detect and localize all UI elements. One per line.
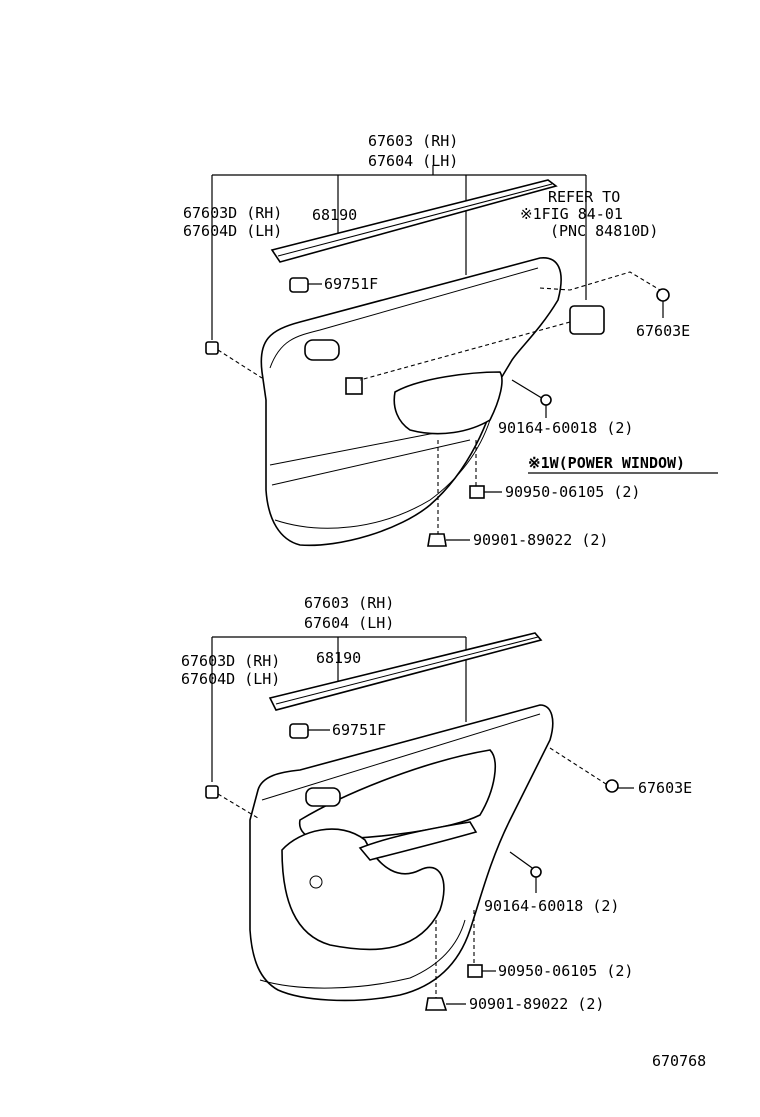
- top-label-refer-2: ※1FIG 84-01: [520, 205, 623, 223]
- top-label-refer-3: (PNC 84810D): [550, 222, 658, 240]
- top-door-handle: [304, 339, 340, 361]
- bottom-pull-handle: [358, 821, 478, 861]
- top-label-nut: 90950-06105 (2): [505, 483, 640, 501]
- top-clip-dash: [217, 349, 263, 379]
- top-weatherstrip-groove: [277, 183, 553, 257]
- bottom-weatherstrip: [268, 632, 543, 711]
- bottom-label-clip: 90901-89022 (2): [469, 995, 604, 1013]
- bottom-clip-dash: [217, 793, 259, 819]
- top-panel-trim-line1: [269, 431, 441, 466]
- bottom-assembly: 67603 (RH) 67604 (LH) 67603D (RH) 67604D…: [181, 594, 692, 1013]
- bottom-label-screw-e: 67603E: [638, 779, 692, 797]
- top-bottom-clip-icon: [427, 533, 447, 547]
- top-label-part-lh: 67604 (LH): [368, 152, 458, 170]
- top-panel-clip-square: [345, 377, 363, 395]
- bottom-label-bolt: 90164-60018 (2): [484, 897, 619, 915]
- bottom-screw-e-icon: [605, 779, 619, 793]
- top-label-weatherstrip: 68190: [312, 206, 357, 224]
- top-label-note: ※1W(POWER WINDOW): [528, 454, 685, 472]
- top-switch-dash2: [359, 321, 571, 381]
- bottom-label-part-rh: 67603 (RH): [304, 594, 394, 612]
- top-retainer-icon: [289, 277, 309, 293]
- bottom-lock-knob: [309, 875, 323, 889]
- bottom-label-retainer: 69751F: [332, 721, 386, 739]
- bottom-panel-upper-edge: [261, 713, 541, 801]
- top-label-clip: 90901-89022 (2): [473, 531, 608, 549]
- bottom-panel-lower-curve: [259, 919, 466, 989]
- bottom-bolt-icon: [530, 866, 542, 878]
- bottom-map-pocket: [281, 828, 445, 951]
- top-switch-icon: [569, 305, 605, 335]
- top-bolt-icon: [540, 394, 552, 406]
- top-label-refer-1: REFER TO: [548, 188, 620, 206]
- top-nut-icon: [469, 485, 485, 499]
- top-switch-dash: [539, 271, 661, 291]
- top-armrest: [393, 371, 503, 435]
- bottom-label-part-lh: 67604 (LH): [304, 614, 394, 632]
- bottom-door-handle: [305, 787, 341, 807]
- bottom-label-clip-lh: 67604D (LH): [181, 670, 280, 688]
- top-label-retainer: 69751F: [324, 275, 378, 293]
- bottom-label-nut: 90950-06105 (2): [498, 962, 633, 980]
- bottom-clip-icon: [205, 785, 219, 799]
- top-screw-e-icon: [656, 288, 670, 302]
- top-assembly: 67603 (RH) 67604 (LH) 67603D (RH) 67604D…: [183, 132, 718, 549]
- bottom-label-weatherstrip: 68190: [316, 649, 361, 667]
- top-panel-upper-edge: [269, 267, 539, 369]
- top-label-clip-rh: 67603D (RH): [183, 204, 282, 222]
- top-label-bolt: 90164-60018 (2): [498, 419, 633, 437]
- top-weatherstrip: [270, 179, 558, 263]
- top-bolt-shaft: [511, 379, 546, 401]
- bottom-nut-icon: [467, 964, 483, 978]
- top-label-screw-e: 67603E: [636, 322, 690, 340]
- top-clip-icon: [205, 341, 219, 355]
- bottom-bolt-shaft: [509, 851, 536, 871]
- bottom-bottom-clip-icon: [425, 997, 448, 1011]
- figure-number: 670768: [652, 1052, 706, 1070]
- top-panel-lower-curve: [274, 419, 491, 529]
- bottom-retainer-icon: [289, 723, 309, 739]
- bottom-screw-e-dash: [549, 747, 607, 785]
- top-panel-trim-line2: [271, 439, 471, 486]
- top-label-part-rh: 67603 (RH): [368, 132, 458, 150]
- top-label-clip-lh: 67604D (LH): [183, 222, 282, 240]
- bottom-weatherstrip-groove: [275, 636, 539, 705]
- bottom-label-clip-rh: 67603D (RH): [181, 652, 280, 670]
